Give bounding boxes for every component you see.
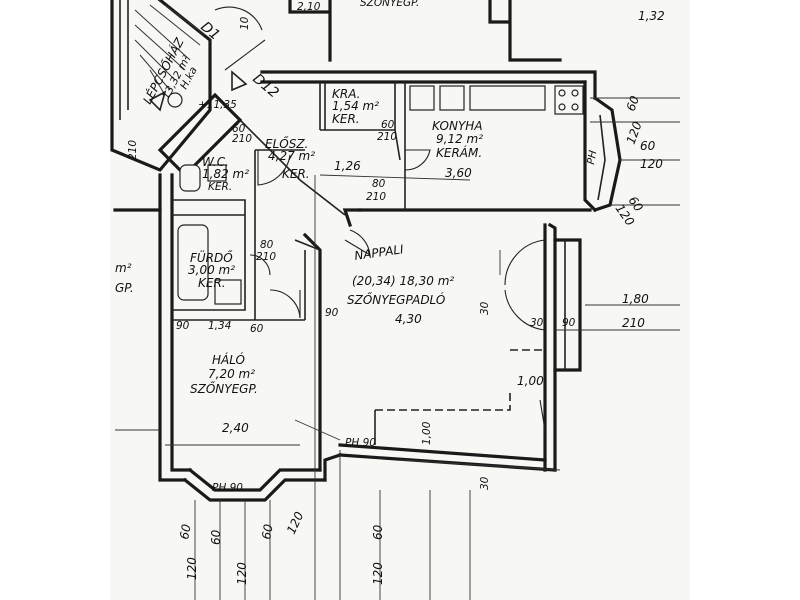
right-dim-4: 120 [640, 157, 663, 171]
living-height: 4,30 [395, 312, 422, 326]
bottom-dim-7: 60 [371, 524, 385, 540]
living-name: NAPPALI [353, 242, 404, 263]
bedroom-top-dim-2: 1,34 [208, 320, 231, 332]
partitions [172, 82, 545, 445]
stair-side-dim: 210 [127, 140, 139, 160]
bath-door-height: 210 [256, 251, 276, 263]
doors [249, 149, 546, 431]
vertical-dim-a: 1,00 [421, 421, 433, 445]
right-dim-1: 60 [624, 94, 643, 113]
kitchen-door-width: 60 [381, 119, 395, 131]
kitchen-area: 9,12 m² [436, 132, 483, 146]
paper-sheet [110, 0, 690, 600]
top-height-label: 2,10 [297, 1, 321, 13]
right-mid-dim-2: 210 [622, 316, 645, 330]
living-door-width: 90 [325, 307, 339, 319]
bottom-dim-4: 120 [235, 562, 249, 585]
living-floor: SZŐNYEGPADLÓ [347, 292, 445, 307]
kitchen-door-height: 210 [377, 131, 397, 143]
bedroom-top-dim-1: 90 [176, 320, 190, 332]
bottom-dim-5: 60 [259, 523, 276, 541]
wc-floor: KER. [208, 181, 232, 193]
hall-name: ELŐSZ. [265, 136, 308, 151]
top-right-height: 1,32 [638, 9, 665, 23]
left-edge-floor: GP. [115, 281, 134, 295]
bath-floor: KER. [198, 276, 226, 290]
bath-name: FÜRDŐ [190, 249, 233, 265]
bedroom-floor: SZŐNYEGP. [190, 381, 258, 396]
hall-floor: KER. [282, 167, 310, 181]
bath-door-width: 80 [260, 239, 274, 251]
hall-area: 4,27 m² [268, 149, 315, 163]
living-side-dim-3: 30 [530, 317, 544, 329]
bedroom-name: HÁLÓ [212, 352, 245, 367]
wc-name: W.C. [202, 155, 229, 169]
left-edge-area: m² [115, 261, 132, 275]
wc-door-height: 210 [232, 133, 252, 145]
stair-level: +11,35 [198, 99, 237, 111]
stair-side-dim-2: 10 [239, 16, 251, 30]
hall-width: 1,26 [334, 159, 361, 173]
wc-area: 1,82 m² [202, 167, 249, 181]
kitchen-door2-height: 210 [366, 191, 386, 203]
living-area: (20,34) 18,30 m² [352, 274, 454, 288]
dimension-lines [115, 97, 680, 600]
kitchen-floor: KERÁM. [436, 145, 482, 160]
pantry-area: 1,54 m² [332, 99, 379, 113]
balcony-dim: 1,00 [517, 374, 544, 388]
bottom-dim-1: 60 [177, 523, 194, 541]
vertical-dim-b: 30 [479, 476, 491, 490]
living-side-dim-1: 30 [479, 301, 491, 315]
bedroom-height: 2,40 [222, 421, 249, 435]
pantry-name: KRA. [332, 87, 360, 101]
living-bottom-ph: PH 90 [345, 437, 376, 449]
kitchen-door2-width: 80 [372, 178, 386, 190]
labels: 2,10 SZŐNYEGP. 1,32 LÉPCSŐHÁZ 13,32 m² H… [115, 0, 665, 585]
bedroom-area: 7,20 m² [208, 367, 255, 381]
fixtures [177, 85, 584, 305]
right-dim-3: 60 [640, 139, 656, 153]
wc-door-width: 60 [232, 123, 246, 135]
bedroom-top-dim-3: 60 [250, 323, 264, 335]
right-mid-dim-1: 1,80 [622, 292, 649, 306]
kitchen-height: 3,60 [445, 166, 472, 180]
kitchen-name: KONYHA [432, 119, 483, 133]
bottom-dim-8: 120 [371, 562, 385, 585]
pantry-floor: KER. [332, 112, 360, 126]
stair-core [110, 0, 266, 178]
living-side-dim-2: 90 [562, 317, 576, 329]
bottom-dim-3: 60 [209, 529, 223, 545]
top-floor-label: SZŐNYEGP. [360, 0, 419, 9]
kitchen-bay-ph: PH [585, 149, 599, 165]
bottom-dim-2: 120 [185, 557, 199, 580]
bedroom-bay-ph: PH 90 [212, 482, 243, 494]
bath-area: 3,00 m² [188, 263, 235, 277]
